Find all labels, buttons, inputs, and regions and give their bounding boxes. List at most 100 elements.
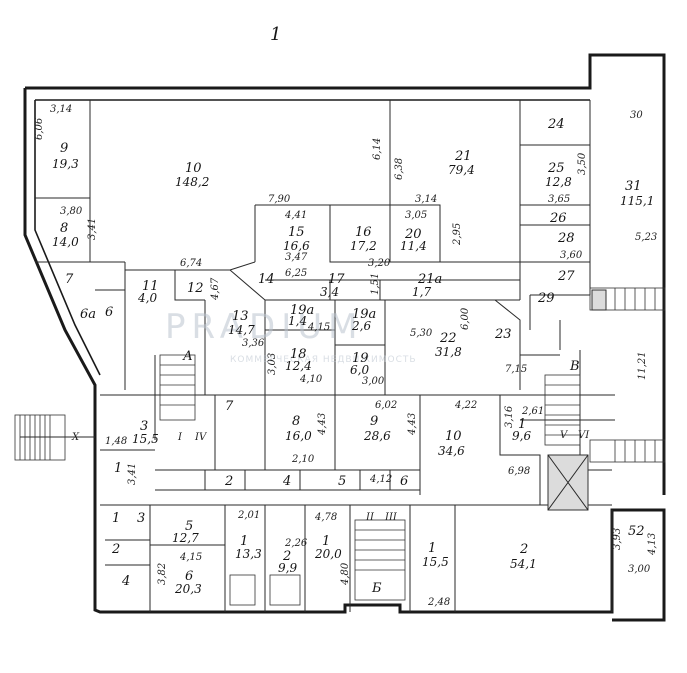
dimension: 3,41 [127, 463, 138, 485]
dimension: 6,06 [34, 117, 45, 140]
svg-text:6,0: 6,0 [350, 363, 369, 377]
svg-text:20: 20 [404, 227, 422, 242]
dimension: 1,48 [105, 436, 127, 447]
room: 5 [338, 474, 346, 489]
dimension: 6,74 [180, 258, 202, 269]
room: 27 [557, 269, 575, 284]
room: 114,0 [137, 279, 159, 305]
svg-text:13: 13 [232, 309, 249, 324]
stair-b-bottom [354, 519, 406, 601]
watermark-tagline: КОММЕРЧЕСКАЯ НЕДВИЖИМОСТЬ [230, 355, 417, 365]
section-mark: II [365, 512, 375, 523]
dimension: 3,20 [368, 258, 391, 269]
svg-text:19: 19 [352, 351, 369, 366]
room: 24 [547, 117, 565, 132]
section-marks: А Б В I II III IV V VI X [71, 349, 590, 596]
dimension: 3,80 [60, 206, 83, 217]
svg-text:5: 5 [185, 519, 193, 534]
room: 1 [114, 461, 122, 476]
dimension: 6,98 [508, 466, 530, 477]
svg-text:23: 23 [494, 327, 512, 342]
svg-text:15,5: 15,5 [132, 432, 159, 446]
dimension: 4,13 [647, 533, 658, 556]
dimension: 6,14 [372, 138, 383, 160]
svg-text:21a: 21a [417, 272, 442, 287]
dimension: 3,41 [87, 218, 98, 240]
svg-text:12,4: 12,4 [285, 359, 312, 373]
outer-walls [23, 53, 666, 622]
svg-text:19a: 19a [352, 307, 376, 322]
dimension: 6,02 [375, 400, 397, 411]
dimension-labels: 3,14 6,06 7,90 4,41 6,14 6,38 3,14 3,05 … [34, 104, 658, 608]
section-mark: V [560, 430, 569, 441]
dimension: 7,90 [268, 194, 291, 205]
dimension: 3,50 [577, 152, 588, 175]
room: 6 [400, 474, 408, 489]
room: 26 [549, 211, 567, 226]
dimension: 3,16 [504, 405, 515, 428]
svg-text:14,0: 14,0 [52, 235, 79, 249]
dimension: 2,61 [521, 406, 544, 417]
dimension: 3,05 [405, 210, 427, 221]
watermark-logo: PRADIUM [165, 307, 363, 347]
svg-text:10: 10 [445, 429, 462, 444]
dimension: 3,14 [50, 104, 72, 115]
room: 512,7 [172, 519, 199, 545]
dimension: 4,10 [299, 374, 323, 385]
svg-text:17: 17 [328, 272, 345, 287]
svg-text:15,5: 15,5 [422, 555, 449, 569]
dimension: 2,01 [237, 510, 260, 521]
svg-text:9: 9 [60, 141, 68, 156]
svg-text:31: 31 [625, 179, 642, 194]
section-mark: VI [578, 430, 590, 441]
room: 29,9 [278, 549, 297, 575]
dimension: 5,23 [635, 232, 657, 243]
svg-text:2: 2 [224, 474, 233, 489]
section-mark: III [384, 512, 398, 523]
svg-text:3: 3 [137, 511, 145, 526]
room: 814,0 [52, 221, 79, 249]
svg-text:28: 28 [557, 231, 575, 246]
svg-text:6a: 6a [80, 307, 96, 322]
dimension: 7,15 [505, 364, 527, 375]
dimension: 3,47 [285, 252, 308, 263]
svg-text:4: 4 [282, 474, 291, 489]
svg-text:3: 3 [140, 419, 148, 434]
room: 620,3 [174, 569, 202, 596]
svg-text:26: 26 [549, 211, 567, 226]
dimension: 5,30 [410, 328, 433, 339]
dimension: 3,60 [560, 250, 583, 261]
section-mark: X [71, 432, 80, 443]
stair-b-right [544, 374, 581, 446]
svg-text:6: 6 [105, 305, 113, 320]
svg-text:79,4: 79,4 [448, 163, 475, 177]
room: 196,0 [350, 351, 369, 377]
svg-text:31,8: 31,8 [435, 345, 462, 359]
svg-text:4: 4 [121, 574, 130, 589]
room: 4 [121, 574, 130, 589]
svg-text:19,3: 19,3 [52, 157, 79, 171]
svg-text:10: 10 [185, 161, 202, 176]
dimension: 3,65 [548, 194, 570, 205]
section-mark: I [177, 432, 183, 443]
dimension: 6,38 [394, 158, 405, 180]
room: 254,1 [510, 542, 537, 571]
svg-text:9,6: 9,6 [512, 429, 531, 443]
svg-text:27: 27 [557, 269, 575, 284]
svg-text:1,4: 1,4 [288, 314, 307, 328]
svg-text:1: 1 [114, 461, 122, 476]
svg-text:2: 2 [282, 549, 291, 564]
svg-text:2: 2 [519, 542, 528, 557]
dimension: 11,21 [637, 351, 648, 380]
svg-text:25: 25 [547, 161, 565, 176]
svg-text:19a: 19a [290, 303, 314, 318]
stair-mark-a: А [182, 349, 193, 364]
